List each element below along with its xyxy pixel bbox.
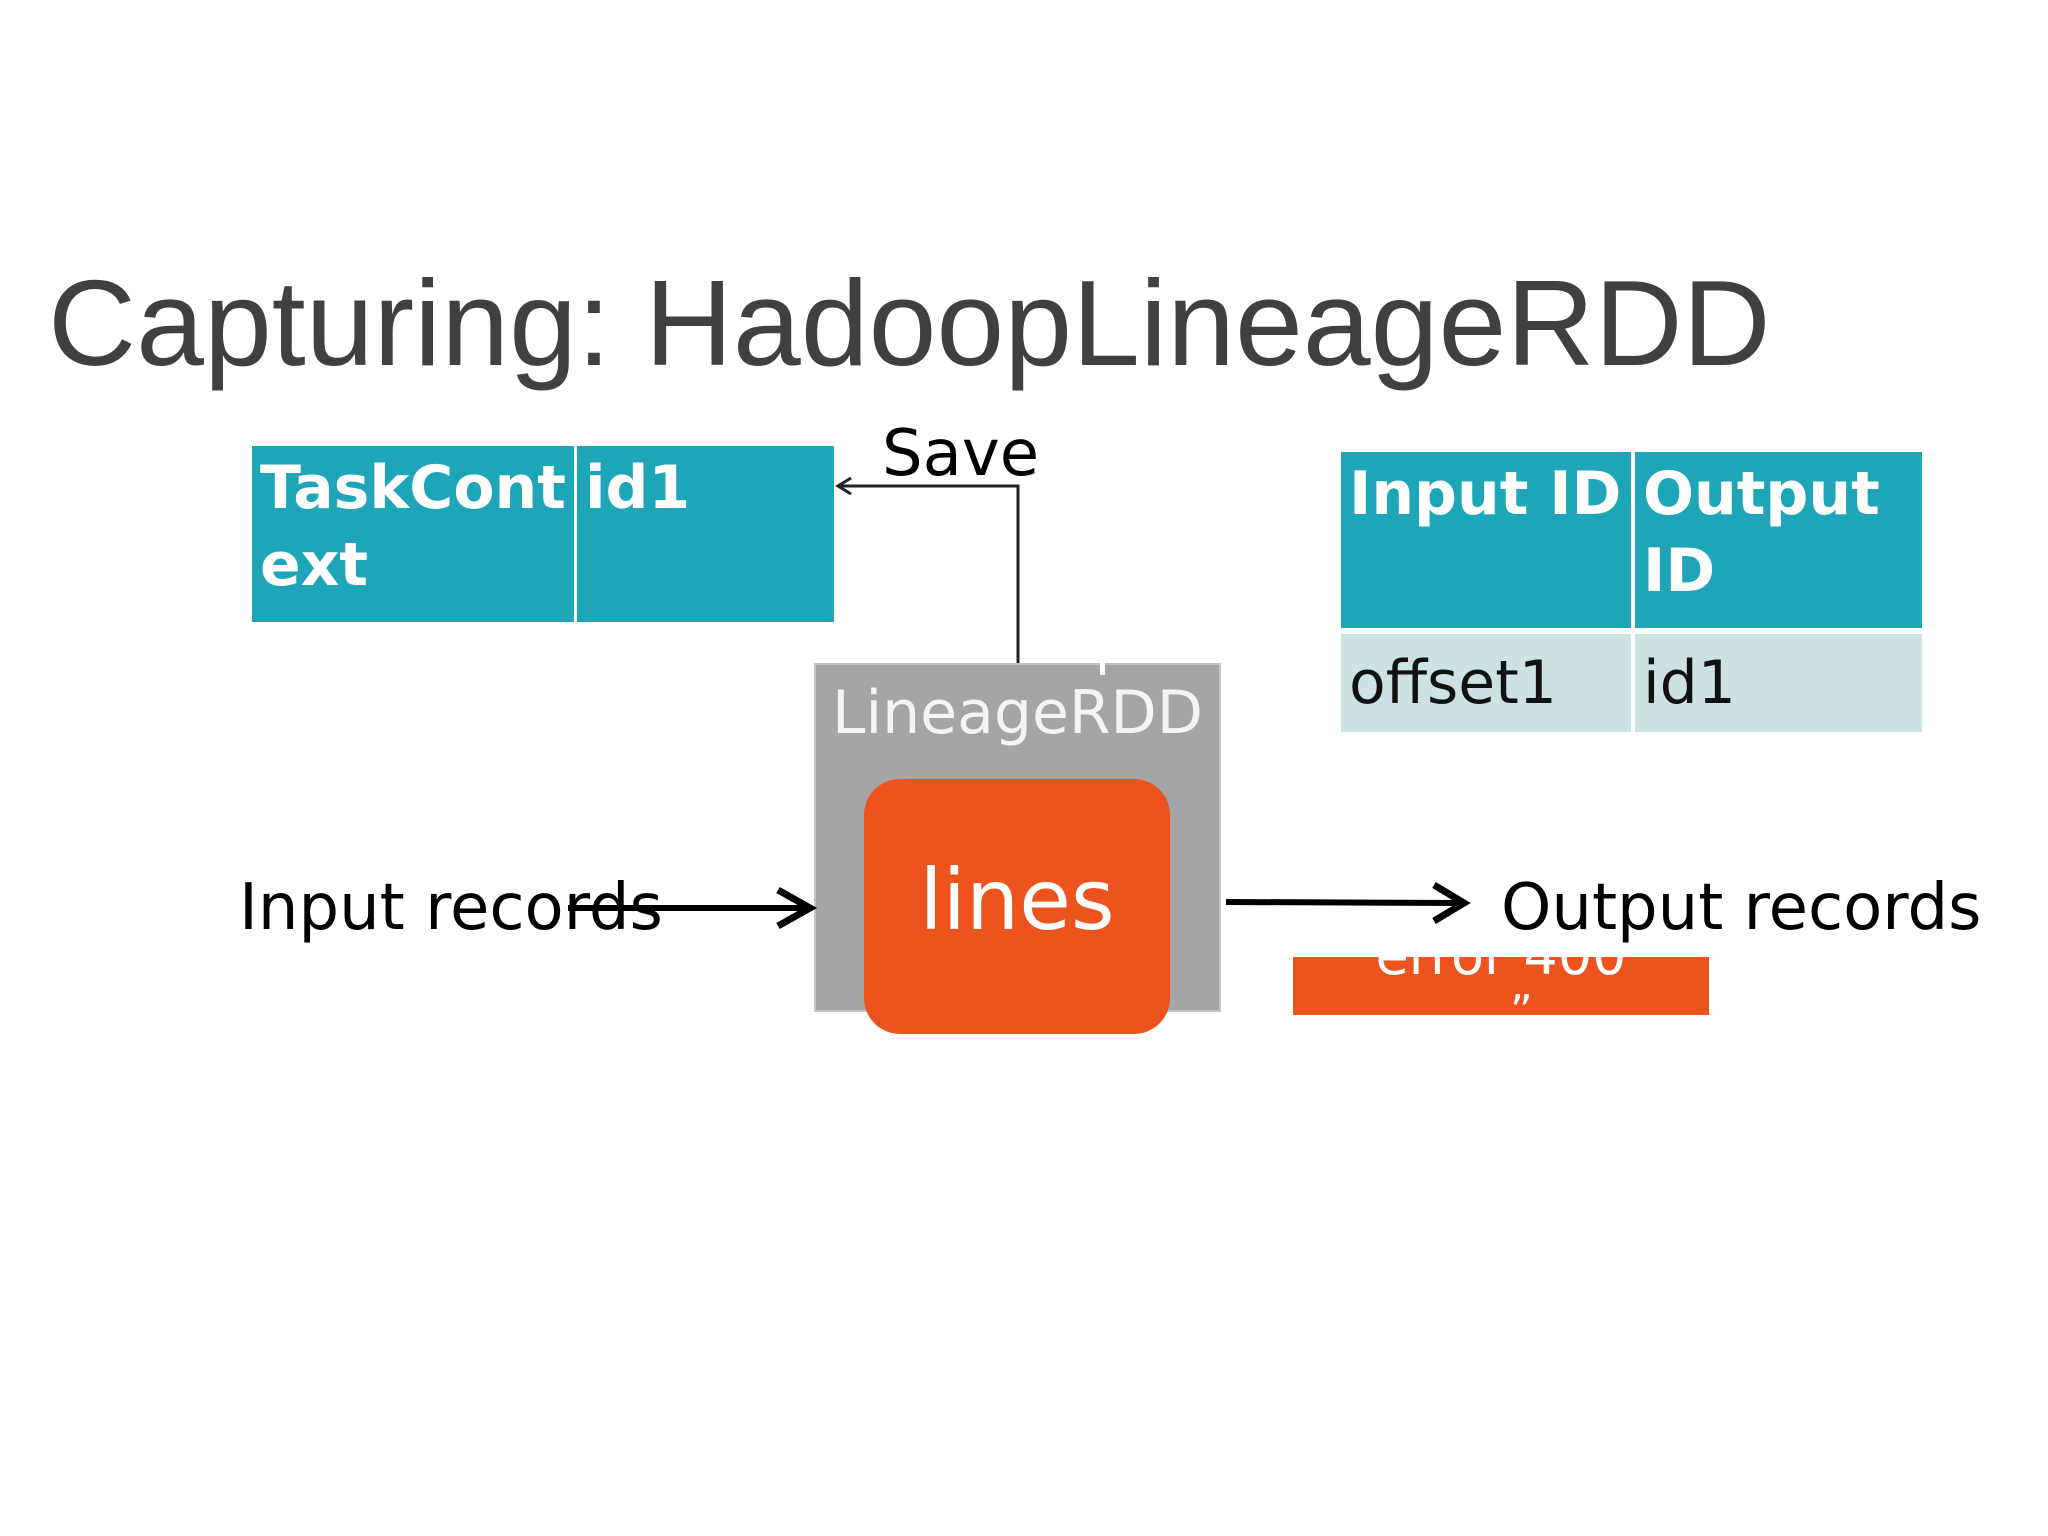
input-id-cell: offset1 bbox=[1341, 628, 1635, 732]
output-record-text: error 400 bbox=[1293, 957, 1709, 983]
lines-label: lines bbox=[919, 851, 1115, 949]
table-row: offset1 id1 bbox=[1341, 628, 1922, 732]
id-mapping-table: Input ID Output ID offset1 id1 bbox=[1341, 452, 1922, 732]
output-id-cell: id1 bbox=[1633, 628, 1922, 732]
save-arrowhead-icon bbox=[835, 476, 852, 496]
input-arrowhead-icon bbox=[776, 886, 818, 930]
input-records-label: Input records bbox=[239, 871, 663, 945]
output-id-header: Output ID bbox=[1633, 452, 1922, 631]
task-context-cell: TaskCont ext bbox=[252, 446, 577, 622]
task-context-id-cell: id1 bbox=[575, 446, 834, 622]
lineage-box-tick bbox=[1100, 663, 1105, 675]
output-arrowhead-icon bbox=[1432, 881, 1471, 925]
output-record-bar: error 400 bbox=[1293, 957, 1709, 1015]
output-arrow-line bbox=[1225, 899, 1463, 906]
task-context-table: TaskCont ext id1 bbox=[252, 446, 834, 622]
output-records-label: Output records bbox=[1501, 871, 1982, 945]
input-id-header: Input ID bbox=[1341, 452, 1635, 631]
output-record-quote: ” bbox=[1510, 986, 1533, 1037]
lineage-rdd-label: LineageRDD bbox=[832, 678, 1203, 748]
slide-title: Capturing: HadoopLineageRDD bbox=[48, 255, 1771, 391]
lines-rdd-box bbox=[864, 779, 1170, 1034]
save-label: Save bbox=[882, 417, 1040, 491]
save-connector-line bbox=[838, 484, 1020, 663]
